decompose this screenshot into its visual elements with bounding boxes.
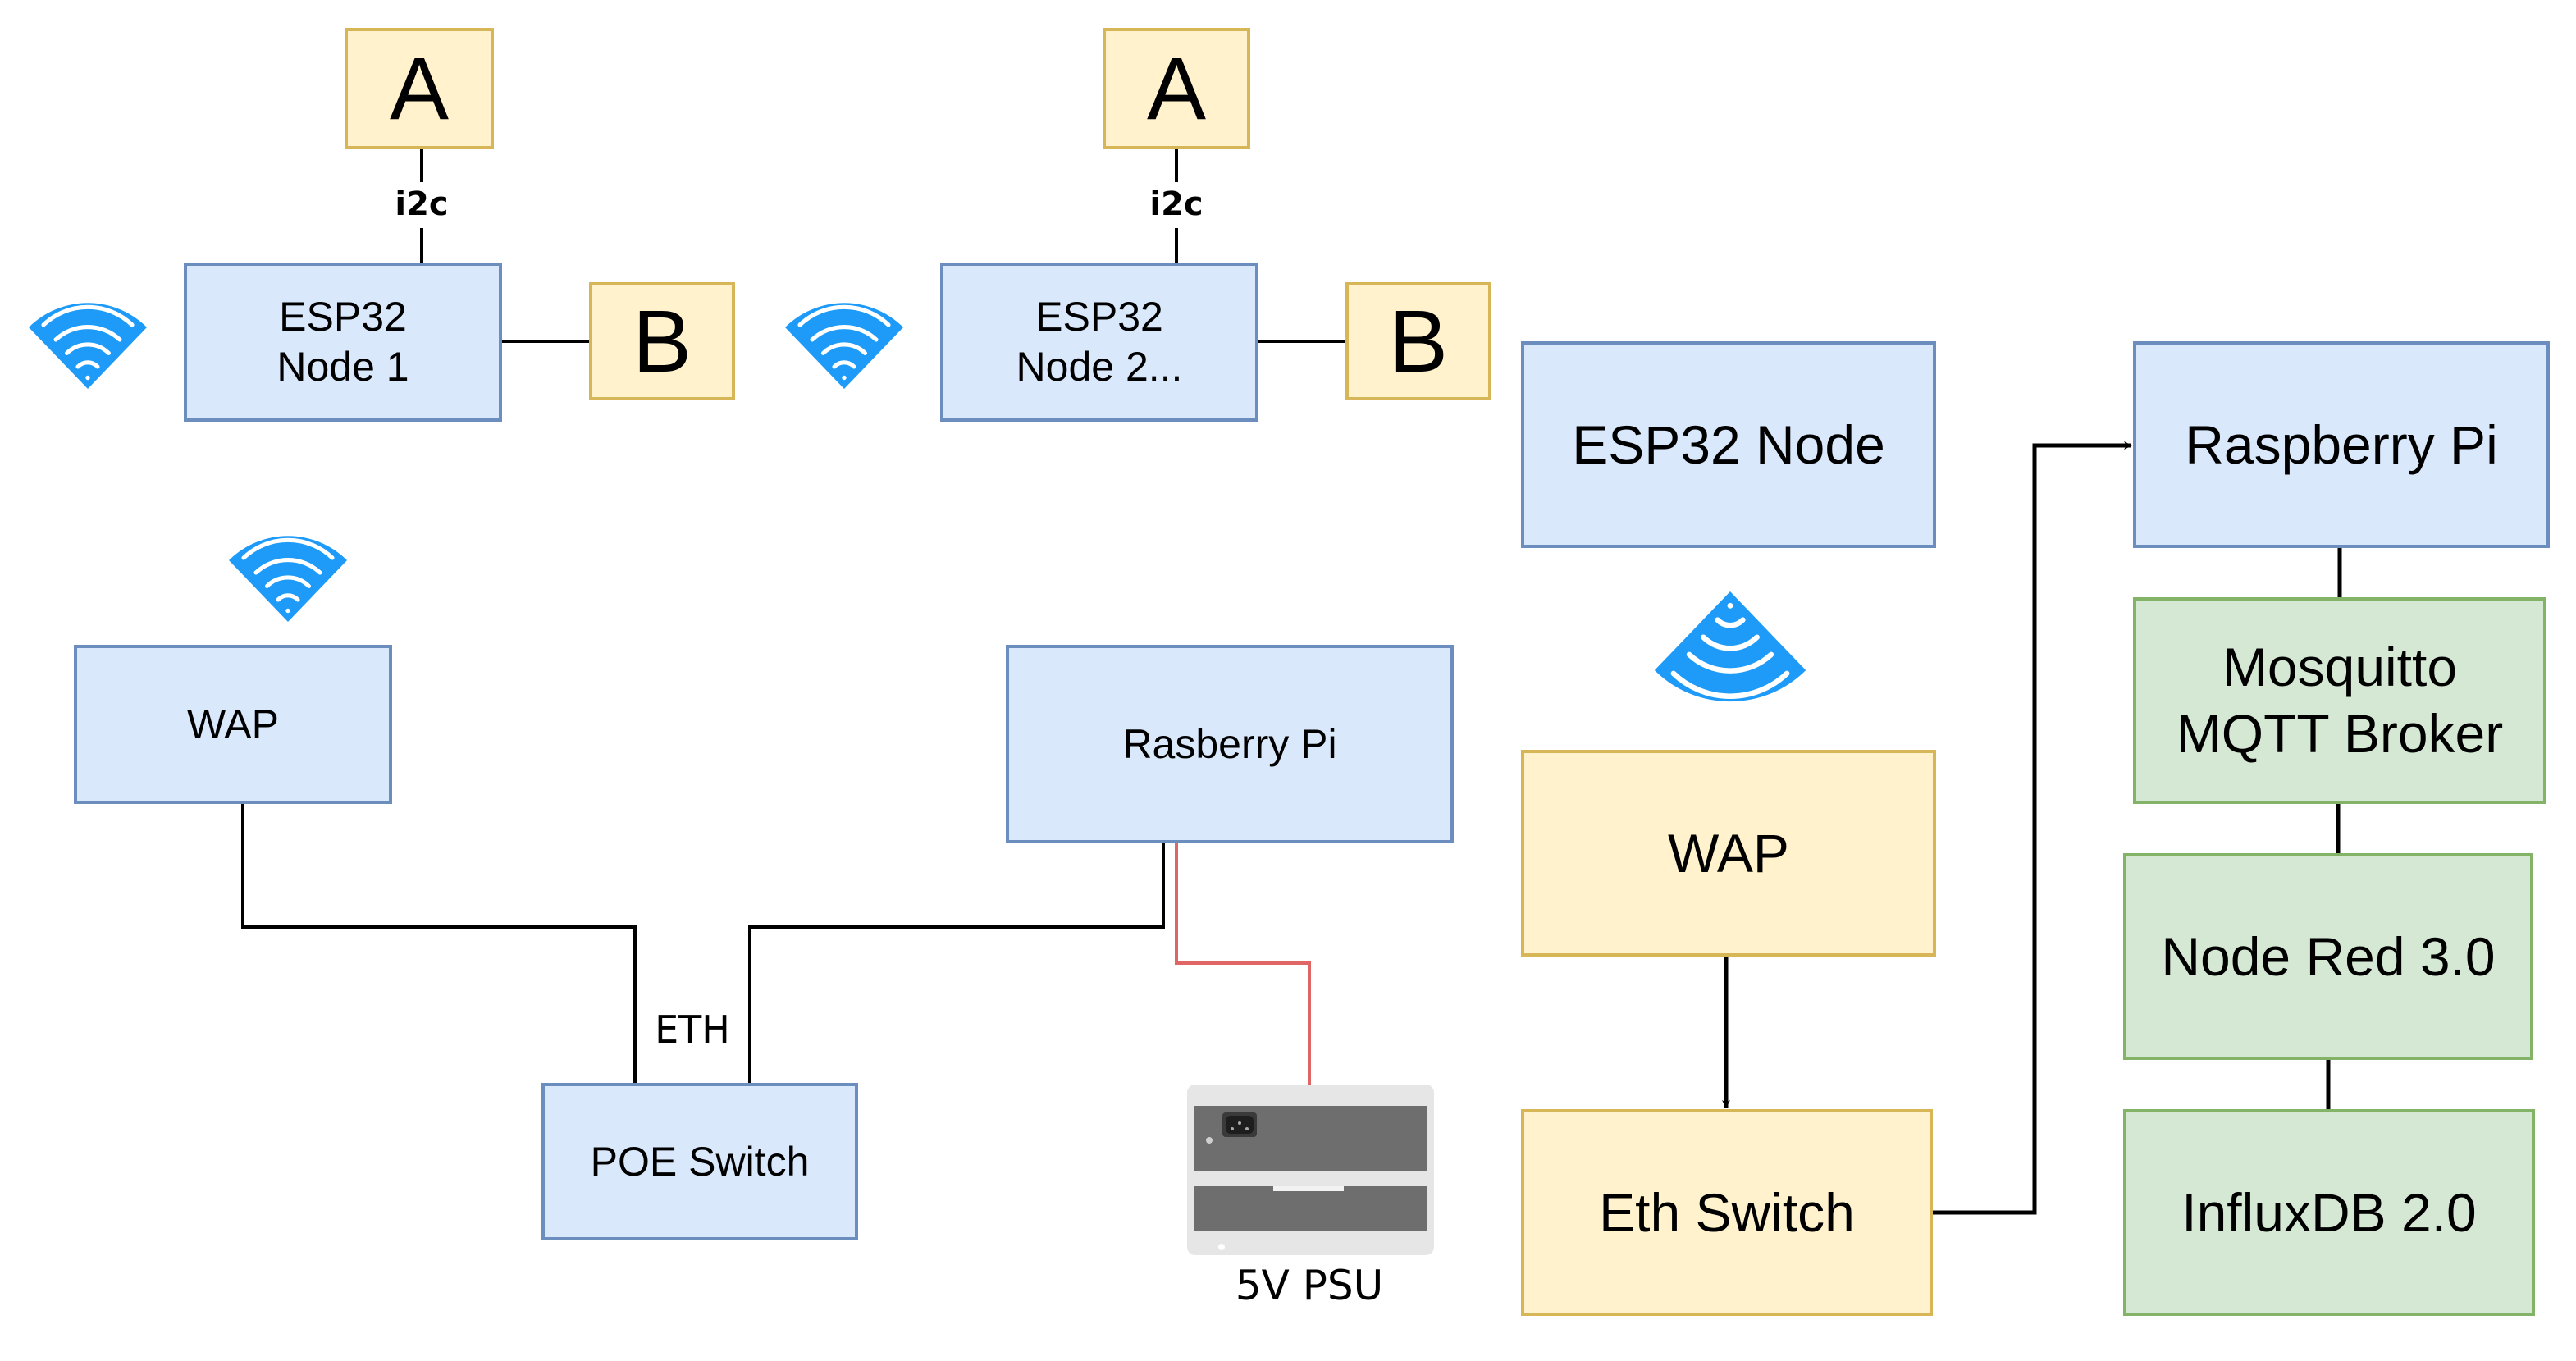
eth-cable-rpi-switch bbox=[748, 842, 1165, 1083]
wap-physical-label: WAP bbox=[186, 701, 280, 747]
sensor-a-node1: A bbox=[345, 28, 494, 149]
power-cable-psu-rpi bbox=[1175, 842, 1311, 1085]
eth-cable-wap-switch bbox=[241, 802, 637, 1083]
wifi-icon bbox=[785, 303, 903, 389]
mosquitto-line1: Mosquitto bbox=[2222, 637, 2458, 698]
wifi-icon bbox=[229, 536, 347, 622]
power-supply-icon bbox=[1187, 1085, 1434, 1255]
sensor-a-label: A bbox=[1146, 39, 1207, 139]
esp32-node2-line1: ESP32 bbox=[1035, 294, 1163, 340]
esp32-node-logical: ESP32 Node bbox=[1521, 341, 1936, 548]
mosquitto-line2: MQTT Broker bbox=[2176, 703, 2504, 764]
raspberry-pi-logical: Raspberry Pi bbox=[2133, 341, 2550, 548]
eth-switch-logical: Eth Switch bbox=[1521, 1109, 1933, 1316]
poe-switch-label: POE Switch bbox=[590, 1138, 810, 1185]
wap-physical: WAP bbox=[74, 645, 392, 804]
esp32-node1-line1: ESP32 bbox=[279, 294, 407, 340]
esp32-node2-line2: Node 2... bbox=[1016, 344, 1183, 390]
i2c-label-node2: i2c bbox=[1144, 185, 1209, 223]
sensor-b-node2: B bbox=[1345, 282, 1491, 400]
sensor-a-label: A bbox=[389, 39, 450, 139]
sensor-b-node1: B bbox=[589, 282, 735, 400]
rpi-physical: Rasberry Pi bbox=[1006, 645, 1454, 843]
psu-label: 5V PSU bbox=[1235, 1262, 1384, 1309]
poe-switch: POE Switch bbox=[541, 1083, 858, 1240]
sensor-a-node2: A bbox=[1103, 28, 1250, 149]
i2c-label-node1: i2c bbox=[389, 185, 454, 223]
wifi-icon bbox=[29, 303, 147, 389]
node-red-label: Node Red 3.0 bbox=[2161, 925, 2496, 987]
influxdb: InfluxDB 2.0 bbox=[2123, 1109, 2535, 1316]
sensor-b-label: B bbox=[632, 291, 692, 391]
raspberry-pi-logical-label: Raspberry Pi bbox=[2185, 413, 2498, 475]
influxdb-label: InfluxDB 2.0 bbox=[2181, 1181, 2477, 1243]
eth-switch-logical-label: Eth Switch bbox=[1599, 1181, 1855, 1243]
rpi-physical-label: Rasberry Pi bbox=[1122, 720, 1337, 767]
eth-label: ETH bbox=[655, 1007, 730, 1052]
arrow-eth-switch-to-rpi bbox=[1931, 441, 2132, 1215]
sensor-b-label: B bbox=[1388, 291, 1449, 391]
wifi-icon bbox=[1655, 591, 1806, 701]
wap-logical-label: WAP bbox=[1668, 822, 1789, 884]
esp32-node1-line2: Node 1 bbox=[276, 344, 409, 390]
node-red: Node Red 3.0 bbox=[2123, 853, 2533, 1060]
esp32-node-logical-label: ESP32 Node bbox=[1572, 413, 1885, 475]
wap-logical: WAP bbox=[1521, 750, 1936, 957]
